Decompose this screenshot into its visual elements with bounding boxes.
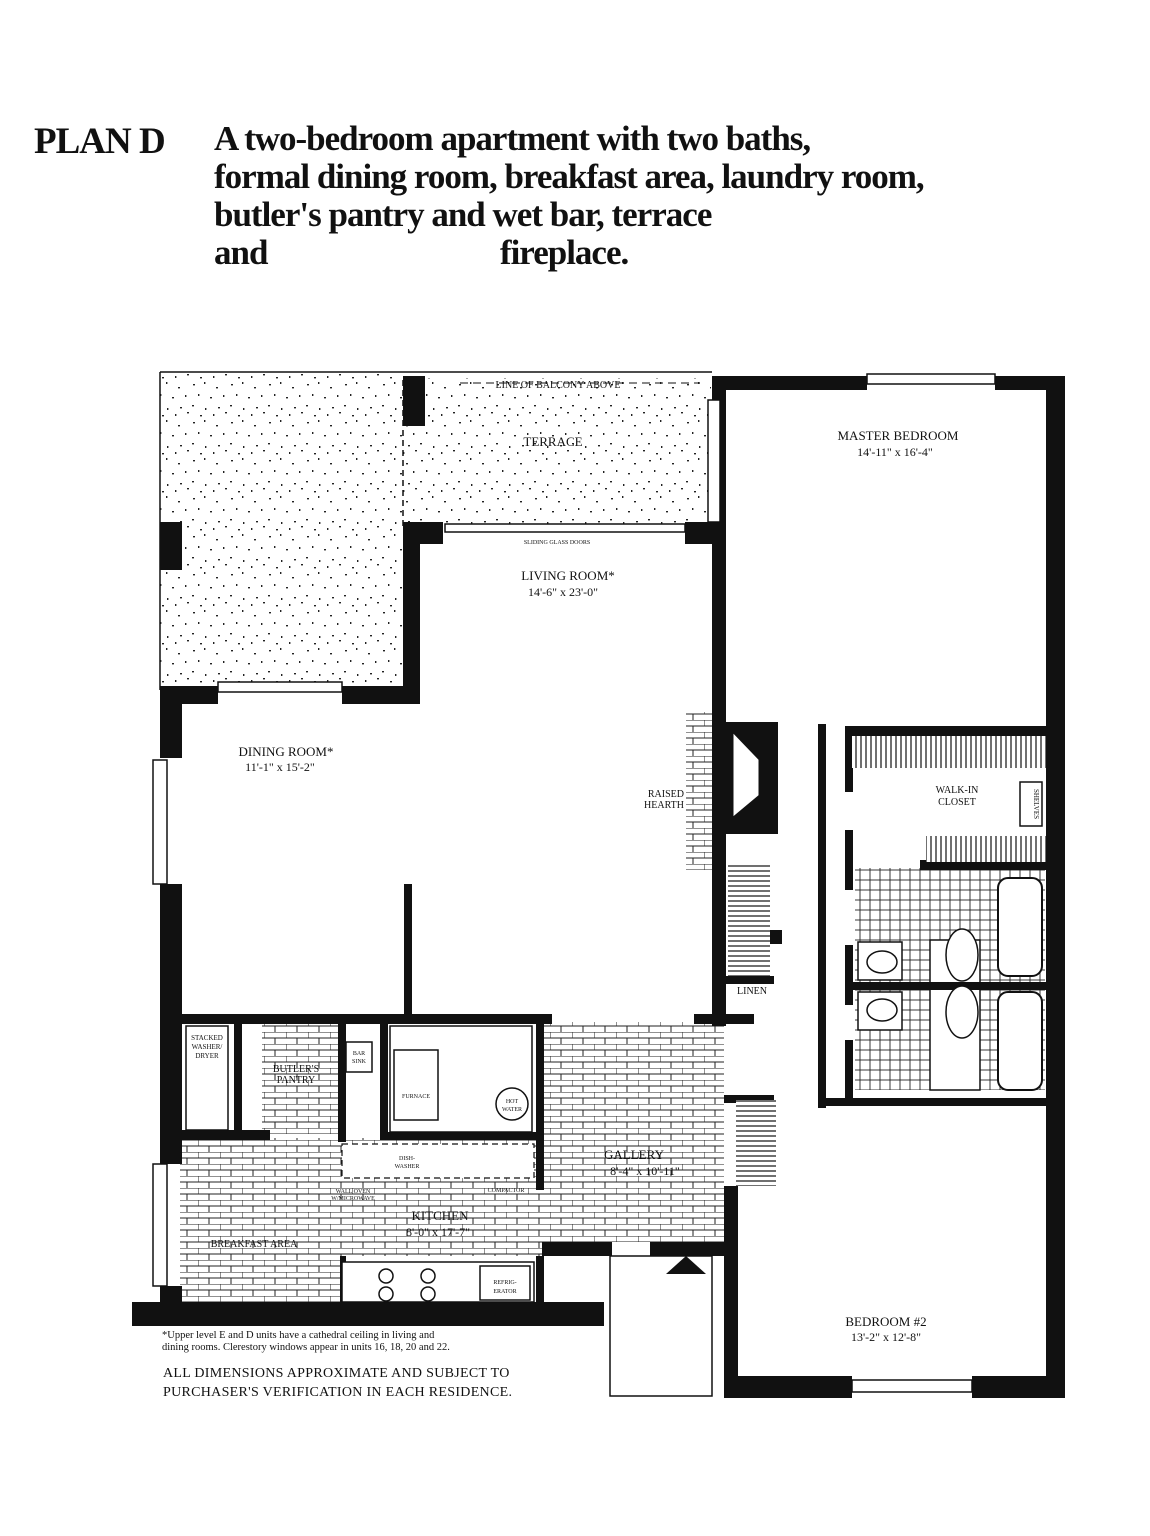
footnote-line-2: dining rooms. Clerestory windows appear … [162, 1342, 450, 1353]
kitchen-label: KITCHEN [411, 1208, 469, 1223]
microwave-label: W/MICROWAVE [331, 1196, 375, 1202]
sliding-doors-label: SLIDING GLASS DOORS [524, 540, 590, 546]
hearth-label: HEARTH [644, 800, 684, 811]
bedroom2-label: BEDROOM #2 [845, 1314, 926, 1329]
dryer-label: DRYER [195, 1052, 219, 1060]
sink-label: SINK [352, 1059, 367, 1065]
gallery-dims: 8'-4" x 10'-11" [610, 1164, 680, 1178]
raised-label: RAISED [648, 789, 684, 800]
stacked-label: STACKED [191, 1034, 223, 1042]
brick-floors [180, 712, 724, 1302]
footnote: *Upper level E and D units have a cathed… [162, 1330, 562, 1354]
furnace-label: FURNACE [402, 1094, 430, 1100]
description-line-2: formal dining room, breakfast area, laun… [214, 157, 925, 196]
compactor-label: COMPACTOR [488, 1188, 525, 1194]
bar-label: BAR [353, 1051, 365, 1057]
fixtures [185, 733, 1046, 1397]
water-label: WATER [502, 1107, 522, 1113]
footnote-line-1: *Upper level E and D units have a cathed… [162, 1330, 435, 1341]
bedroom2-dims: 13'-2" x 12'-8" [851, 1330, 921, 1344]
pantry-label: PANTRY [277, 1075, 316, 1086]
refrig-label: REFRIG- [493, 1280, 516, 1286]
room-labels: LINE OF BALCONY ABOVE TERRACE SLIDING GL… [191, 380, 1040, 1344]
dishwasher-label: WASHER [395, 1164, 420, 1170]
walls [132, 376, 1065, 1398]
plan-description: A two-bedroom apartment with two baths, … [214, 119, 925, 272]
shelves-label: SHELVES [1032, 789, 1040, 819]
master-bedroom-dims: 14'-11" x 16'-4" [857, 445, 933, 459]
description-line-4: and fireplace. [214, 233, 629, 272]
windows [152, 373, 996, 1393]
disclaimer-line-2: PURCHASER'S VERIFICATION IN EACH RESIDEN… [163, 1385, 513, 1400]
closet-label: CLOSET [938, 797, 976, 808]
linen-label: LINEN [737, 986, 767, 997]
living-room-label: LIVING ROOM* [521, 568, 615, 583]
description-line-3: butler's pantry and wet bar, terrace [214, 195, 712, 234]
description-line-1: A two-bedroom apartment with two baths, [214, 119, 811, 158]
master-bedroom-label: MASTER BEDROOM [838, 428, 959, 443]
hot-label: HOT [506, 1099, 519, 1105]
disclaimer-line-1: ALL DIMENSIONS APPROXIMATE AND SUBJECT T… [163, 1366, 510, 1381]
wall-oven-label: WALL OVEN [336, 1189, 371, 1195]
dish-label: DISH- [399, 1156, 415, 1162]
butlers-label: BUTLER'S [273, 1064, 319, 1075]
dining-room-label: DINING ROOM* [239, 744, 334, 759]
kitchen-dims: 8'-0" x 17'-7" [406, 1225, 470, 1239]
plan-title: PLAN D [34, 121, 166, 162]
living-room-dims: 14'-6" x 23'-0" [528, 585, 598, 599]
terrace-area [159, 371, 712, 690]
terrace-label: TERRACE [523, 434, 582, 449]
breakfast-area-label: BREAKFAST AREA [211, 1239, 298, 1250]
balcony-line-label: LINE OF BALCONY ABOVE [496, 380, 621, 391]
disclaimer: ALL DIMENSIONS APPROXIMATE AND SUBJECT T… [163, 1364, 512, 1402]
dining-room-dims: 11'-1" x 15'-2" [245, 760, 315, 774]
walk-in-label: WALK-IN [936, 785, 979, 796]
gallery-label: GALLERY [604, 1147, 665, 1162]
erator-label: ERATOR [493, 1289, 516, 1295]
washer-label: WASHER/ [192, 1043, 223, 1051]
